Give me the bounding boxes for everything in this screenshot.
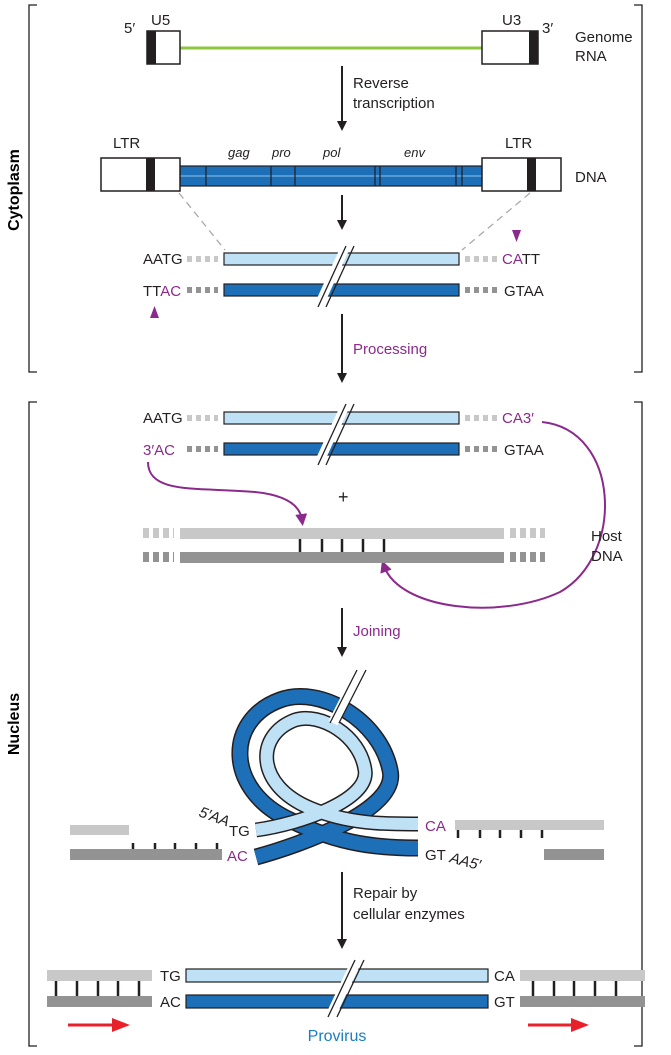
ltr-left-label: LTR: [113, 135, 140, 152]
reverse-transcription-label-1: Reverse: [353, 75, 409, 92]
zoom-line-right: [461, 192, 531, 251]
genome-rna: [146, 30, 539, 65]
reverse-transcription-label-2: transcription: [353, 95, 435, 112]
cytoplasm-bracket: [28, 4, 643, 373]
zoom-line-left: [178, 192, 226, 251]
ltr-right-box: [481, 157, 562, 192]
host-dna-label-line1: Host: [591, 528, 623, 545]
rna-3prime-label: 3′: [542, 20, 553, 37]
u5-label: U5: [151, 12, 170, 29]
provirus-right-top: CA: [494, 968, 515, 985]
u3-label: U3: [502, 12, 521, 29]
provirus-left-bottom: AC: [160, 994, 181, 1011]
ltr-left-box: [100, 157, 181, 192]
ltr-right-label: LTR: [505, 135, 532, 152]
viral-dna: [100, 157, 562, 192]
gene-env-label: env: [404, 145, 426, 160]
provirus-left-top: TG: [160, 968, 181, 985]
linear-dna-ends: [187, 244, 497, 309]
processed-top-left: AATG: [143, 410, 183, 427]
plus-sign: +: [338, 487, 349, 507]
rna-5prime-label: 5′: [124, 20, 135, 37]
loop-left-tg: TG: [229, 823, 250, 840]
loop-right-ca: CA: [425, 818, 446, 835]
cleavage-arrowhead-top: [512, 230, 521, 242]
processing-label: Processing: [353, 341, 427, 358]
red-arrow-left: [68, 1018, 130, 1032]
genome-label-line2: RNA: [575, 48, 607, 65]
host-dna: [143, 528, 545, 563]
processed-bottom-left: 3′AC: [143, 442, 175, 459]
integration-intermediate: [70, 667, 604, 866]
nucleus-bracket: [28, 401, 643, 1047]
processed-bottom-right: GTAA: [504, 442, 544, 459]
red-arrow-right: [528, 1018, 589, 1032]
transfer-arrow-left: [147, 461, 308, 526]
processed-dna: [187, 402, 497, 467]
gene-gag-label: gag: [228, 145, 250, 160]
end-top-left: AATG: [143, 251, 183, 268]
nucleus-label: Nucleus: [6, 693, 23, 755]
processed-top-right: CA3′: [502, 410, 534, 427]
cytoplasm-label: Cytoplasm: [6, 149, 23, 231]
provirus-label: Provirus: [308, 1028, 367, 1045]
repair-label-1: Repair by: [353, 885, 418, 902]
loop-right-aa5: AA5′: [447, 849, 484, 874]
provirus-right-bottom: GT: [494, 994, 515, 1011]
end-top-right: CATT: [502, 251, 540, 268]
genome-label-line1: Genome: [575, 29, 633, 46]
loop-left-ac: AC: [227, 848, 248, 865]
loop-right-gt: GT: [425, 847, 446, 864]
end-bottom-right: GTAA: [504, 283, 544, 300]
gene-pol-label: pol: [322, 145, 341, 160]
transfer-arrow-right: [380, 421, 606, 609]
loop-left-5aa: 5′AA: [197, 804, 232, 831]
repair-label-2: cellular enzymes: [353, 906, 465, 923]
cleavage-arrowhead-bottom: [150, 306, 159, 318]
end-bottom-left: TTAC: [143, 283, 181, 300]
integrated-provirus: [47, 957, 645, 1020]
gene-pro-label: pro: [271, 145, 291, 160]
host-dna-label-line2: DNA: [591, 548, 623, 565]
dna-label: DNA: [575, 169, 607, 186]
joining-label: Joining: [353, 623, 401, 640]
